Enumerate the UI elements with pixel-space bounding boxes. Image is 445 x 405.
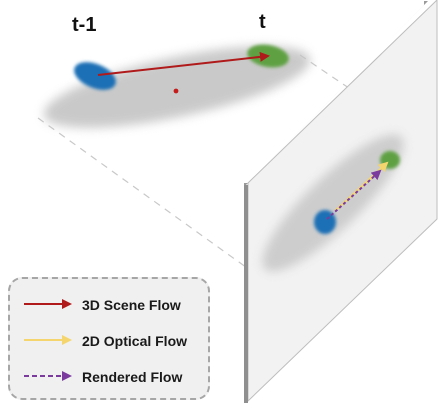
legend: 3D Scene Flow 2D Optical Flow Rendered F… [8,277,210,400]
scene-motion-shadow [43,46,311,128]
solid-red-arrow-icon [24,299,72,309]
legend-item-optical-flow: 2D Optical Flow [10,329,208,353]
legend-label-optical-flow: 2D Optical Flow [82,333,188,349]
projected-motion-shadow [262,134,404,272]
previous-frame-label: t-1 [72,14,97,36]
previous-frame-blob [74,62,116,90]
legend-item-rendered-flow: Rendered Flow [10,365,208,389]
projection-line-bottom [37,117,251,271]
dashed-purple-arrow-icon [24,371,72,381]
rendered-flow-arrow [326,169,382,220]
projected-previous-blob [314,210,336,234]
legend-item-scene-flow: 3D Scene Flow [10,293,208,317]
solid-yellow-arrow-icon [24,335,72,345]
scene-center-point [173,88,179,94]
scene-flow-arrow [97,51,270,76]
legend-label-scene-flow: 3D Scene Flow [82,297,181,313]
current-frame-label: t [259,11,266,33]
legend-label-rendered-flow: Rendered Flow [82,369,183,385]
image-plane-edge [244,1,428,187]
